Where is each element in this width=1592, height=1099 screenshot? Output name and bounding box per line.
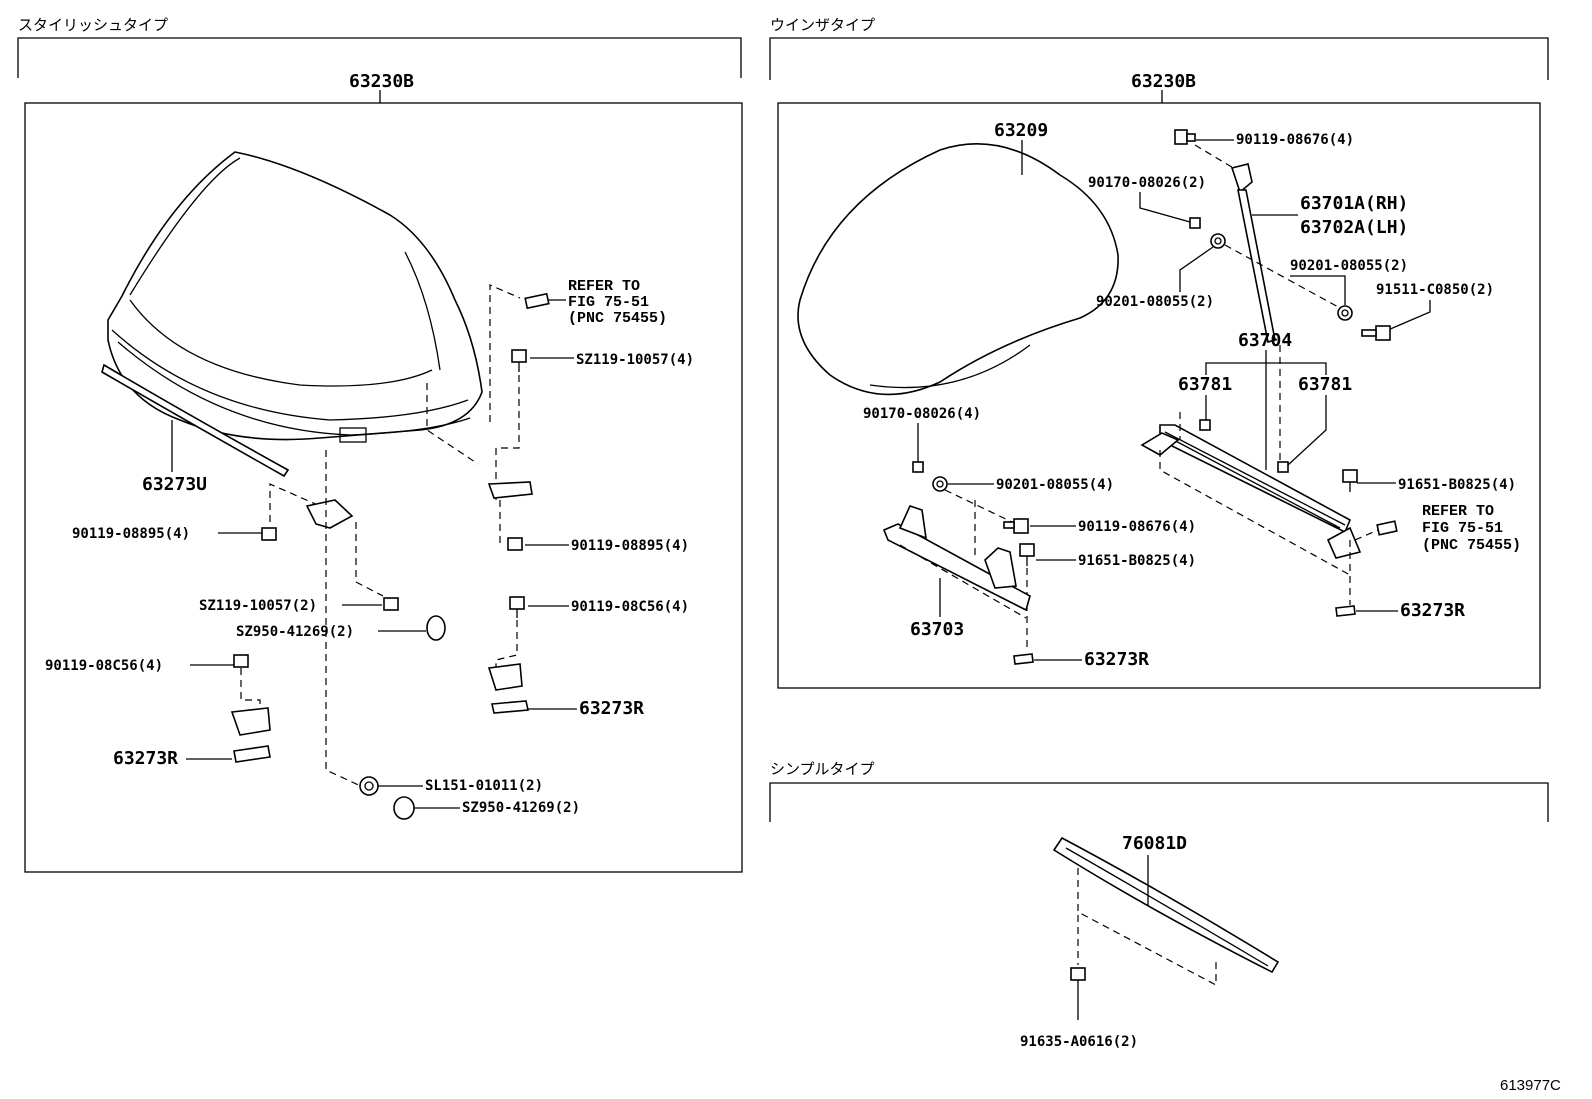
simple-section: シンプルタイプ 76081D 91635-A0616(2) xyxy=(769,760,1549,1050)
bracket-right-lower xyxy=(487,663,523,691)
label-90170-08026-4: 90170-08026(4) xyxy=(863,406,981,422)
clip-icon xyxy=(393,796,415,820)
label-63781-left: 63781 xyxy=(1178,374,1232,395)
simple-bracket xyxy=(769,782,1549,822)
screw-icon xyxy=(233,654,249,668)
washer-icon xyxy=(1210,233,1226,249)
label-90201-08055-left: 90201-08055(2) xyxy=(1096,294,1214,310)
spoiler-body-illustration xyxy=(101,151,483,478)
label-90119-08c56-left: 90119-08C56(4) xyxy=(45,658,163,674)
stylish-section: スタイリッシュタイプ 63230B REFER TO FIG 75-51 (PN… xyxy=(17,16,743,873)
label-63703: 63703 xyxy=(910,619,964,640)
washer-icon xyxy=(932,476,948,492)
screw-icon xyxy=(507,537,523,551)
label-63781-right: 63781 xyxy=(1298,374,1352,395)
label-63273r-wing-right: 63273R xyxy=(1400,600,1465,621)
label-63273r-left: 63273R xyxy=(113,748,178,769)
clip-icon xyxy=(1199,419,1211,431)
screw-icon xyxy=(511,349,527,372)
label-90119-08676-top: 90119-08676(4) xyxy=(1236,132,1354,148)
bracket-left-lower xyxy=(230,707,271,736)
stylish-refer-line1: REFER TO xyxy=(568,278,640,295)
wing-frame xyxy=(777,102,1541,689)
base-rail xyxy=(882,523,1031,612)
nut-icon xyxy=(359,776,379,796)
simple-title: シンプルタイプ xyxy=(770,760,875,778)
label-76081d: 76081D xyxy=(1122,833,1187,854)
label-sz119-10057-4: SZ119-10057(4) xyxy=(576,352,694,368)
trim-piece xyxy=(491,700,529,714)
nut-icon xyxy=(1189,217,1201,229)
label-63702a: 63702A(LH) xyxy=(1300,217,1408,238)
screw-icon xyxy=(383,597,399,611)
wing-refer-line1: REFER TO xyxy=(1422,503,1494,520)
stylish-title: スタイリッシュタイプ xyxy=(18,16,168,34)
label-63273u: 63273U xyxy=(142,474,207,495)
label-63209: 63209 xyxy=(994,120,1048,141)
stylish-frame xyxy=(24,102,743,873)
clip-icon xyxy=(1277,461,1289,473)
label-63704: 63704 xyxy=(1238,330,1292,351)
label-63273r-right: 63273R xyxy=(579,698,644,719)
label-90119-08c56-right: 90119-08C56(4) xyxy=(571,599,689,615)
wing-section: ウインザタイプ 63230B 63209 90119-08676(4) 6370… xyxy=(769,16,1549,689)
screw-icon xyxy=(509,596,525,618)
label-91651-b0825-right: 91651-B0825(4) xyxy=(1398,477,1516,493)
stylish-assembly-label: 63230B xyxy=(349,71,414,92)
wing-panel xyxy=(797,143,1119,396)
label-63701a: 63701A(RH) xyxy=(1300,193,1408,214)
wing-refer-line3: (PNC 75455) xyxy=(1422,537,1521,554)
label-sz950-41269-b: SZ950-41269(2) xyxy=(462,800,580,816)
label-90201-08055-right: 90201-08055(2) xyxy=(1290,258,1408,274)
trim-piece xyxy=(233,745,271,763)
label-sz119-10057-2: SZ119-10057(2) xyxy=(199,598,317,614)
label-90119-08676-mid: 90119-08676(4) xyxy=(1078,519,1196,535)
wing-assembly-label: 63230B xyxy=(1131,71,1196,92)
washer-icon xyxy=(1337,305,1353,321)
label-sz950-41269-a: SZ950-41269(2) xyxy=(236,624,354,640)
stylish-bracket xyxy=(17,37,742,78)
bracket-left-upper xyxy=(305,499,354,529)
label-90170-08026-2: 90170-08026(2) xyxy=(1088,175,1206,191)
bolt-icon xyxy=(1361,325,1391,341)
label-sl151-01011: SL151-01011(2) xyxy=(425,778,543,794)
label-90119-08895-right: 90119-08895(4) xyxy=(571,538,689,554)
wing-title: ウインザタイプ xyxy=(770,16,875,34)
label-90201-08055-4: 90201-08055(4) xyxy=(996,477,1114,493)
stylish-refer-line2: FIG 75-51 xyxy=(568,294,649,311)
label-91511-c0850: 91511-C0850(2) xyxy=(1376,282,1494,298)
wing-refer-line2: FIG 75-51 xyxy=(1422,520,1503,537)
label-91651-b0825-mid: 91651-B0825(4) xyxy=(1078,553,1196,569)
stay-top-bracket xyxy=(1230,163,1253,194)
screw-icon xyxy=(261,527,277,541)
lower-trim-strip xyxy=(101,363,290,478)
bolt-icon xyxy=(1342,469,1358,492)
stay-rod xyxy=(1237,189,1276,344)
nut-icon xyxy=(912,461,924,473)
wing-bracket xyxy=(769,37,1549,80)
label-91635-a0616: 91635-A0616(2) xyxy=(1020,1034,1138,1050)
stylish-refer-line3: (PNC 75455) xyxy=(568,310,667,327)
label-63273r-wing-bottom: 63273R xyxy=(1084,649,1149,670)
bolt-icon xyxy=(1174,129,1196,145)
bolt-icon xyxy=(1019,543,1035,566)
label-90119-08895-left: 90119-08895(4) xyxy=(72,526,190,542)
clip-icon xyxy=(426,615,446,641)
bolt-icon xyxy=(1003,518,1029,534)
bolt-icon xyxy=(1070,967,1086,1020)
figure-id: 613977C xyxy=(1500,1077,1561,1094)
